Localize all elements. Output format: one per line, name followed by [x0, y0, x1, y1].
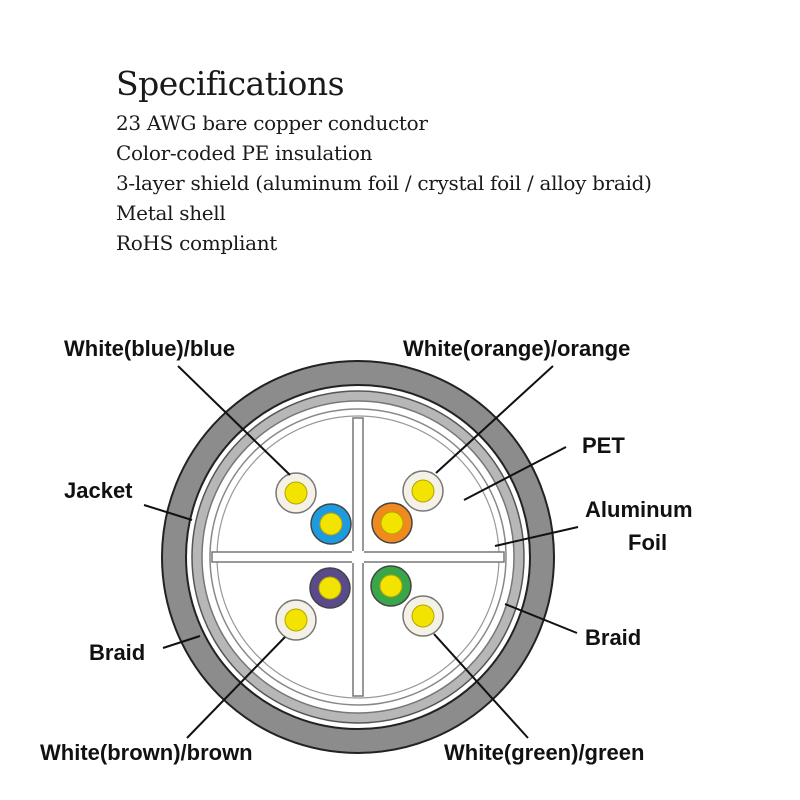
- label-jacket: Jacket: [64, 478, 133, 503]
- spec-item: 3-layer shield (aluminum foil / crystal …: [116, 171, 652, 195]
- conductor-orange: [371, 502, 413, 544]
- conductor-white-green: [402, 595, 444, 637]
- leader-line-green: [433, 633, 529, 739]
- label-white-blue: White(blue)/blue: [64, 336, 235, 361]
- leader-line-blue: [177, 365, 291, 476]
- leader-line-aluminum: [494, 526, 579, 547]
- label-braid-right: Braid: [585, 625, 641, 650]
- spec-item: 23 AWG bare copper conductor: [116, 111, 428, 135]
- spec-item: Color-coded PE insulation: [116, 141, 373, 165]
- leader-line-braid-right: [504, 603, 578, 634]
- conductor-white-blue: [275, 472, 317, 514]
- conductor-white-orange: [402, 470, 444, 512]
- conductor-white-brown: [275, 599, 317, 641]
- conductor-blue: [310, 503, 352, 545]
- label-white-green: White(green)/green: [444, 740, 644, 765]
- conductor-brown: [309, 567, 351, 609]
- leader-line-braid-left: [162, 635, 201, 649]
- label-white-orange: White(orange)/orange: [403, 336, 630, 361]
- cross-separator: [211, 417, 505, 697]
- leader-line-jacket: [143, 504, 193, 521]
- label-foil: Foil: [628, 530, 667, 555]
- specifications-block: Specifications 23 AWG bare copper conduc…: [116, 64, 652, 258]
- conductor-green: [370, 565, 412, 607]
- label-pet: PET: [582, 433, 625, 458]
- leader-line-orange: [435, 365, 554, 474]
- leader-line-pet: [463, 446, 567, 501]
- specifications-title: Specifications: [116, 64, 345, 103]
- specifications-list: 23 AWG bare copper conductor Color-coded…: [116, 108, 652, 258]
- leader-lines: [143, 365, 579, 739]
- spec-item: RoHS compliant: [116, 231, 278, 255]
- leader-line-brown: [186, 636, 286, 739]
- label-white-brown: White(brown)/brown: [40, 740, 253, 765]
- label-aluminum: Aluminum: [585, 497, 693, 522]
- spec-item: Metal shell: [116, 201, 226, 225]
- label-braid-left: Braid: [89, 640, 145, 665]
